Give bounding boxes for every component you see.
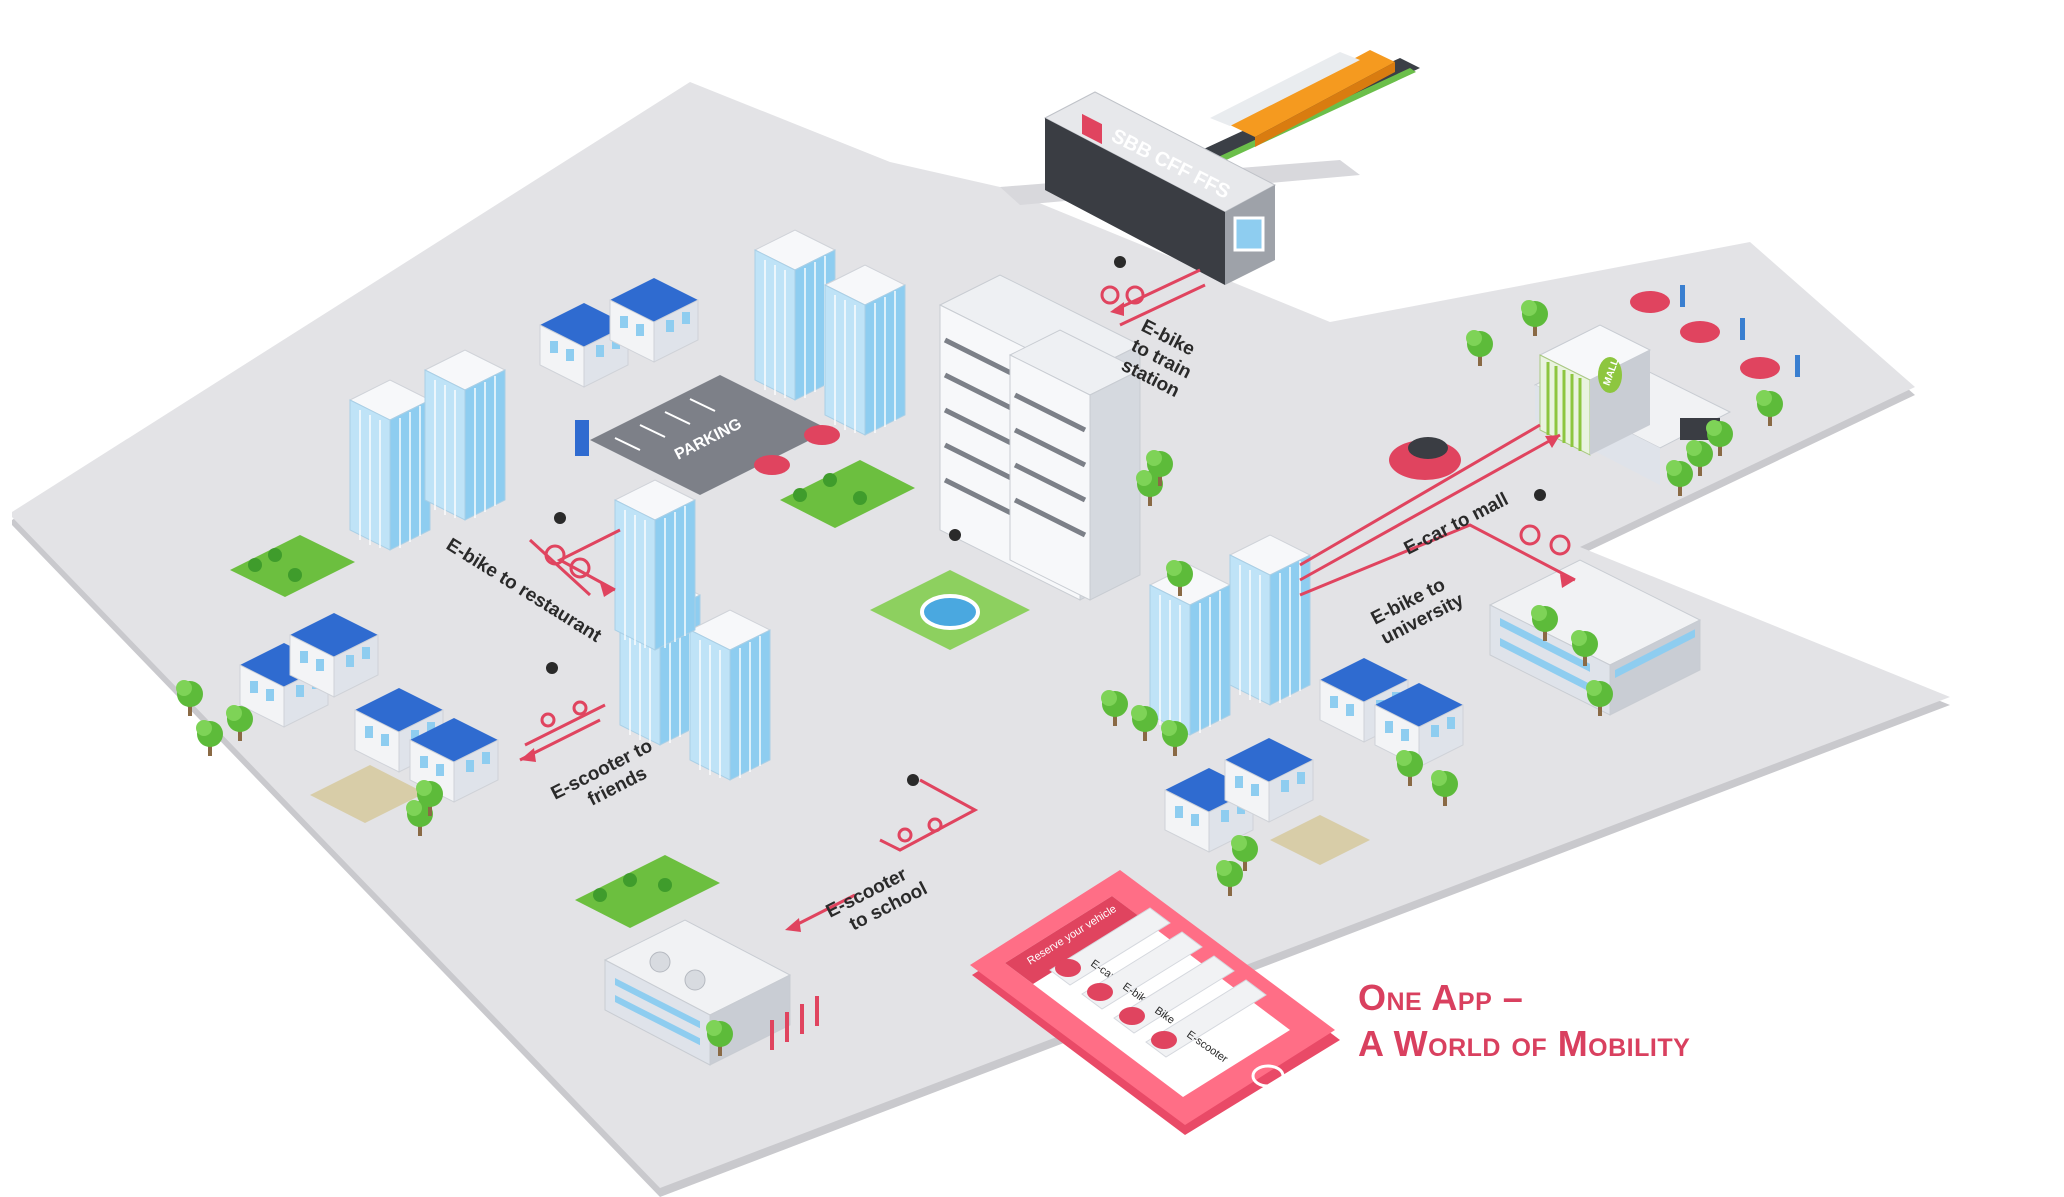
tagline-line-1: One App –: [1358, 977, 1524, 1018]
gardens: [230, 460, 1370, 928]
tagline-line-2: A World of Mobility: [1358, 1023, 1691, 1064]
ebike-icon: [1087, 983, 1113, 1001]
ecar: [1389, 437, 1461, 480]
university: [1488, 559, 1702, 716]
central-plaza: [870, 570, 1030, 650]
app-item-bike[interactable]: Bike: [1113, 955, 1235, 1034]
school: [603, 919, 819, 1066]
car-icon: [1055, 959, 1081, 977]
phone-home-button[interactable]: [1251, 1064, 1285, 1088]
parking-lot: PARKING: [575, 375, 840, 495]
train: [1180, 50, 1420, 174]
route-paths: [519, 268, 1576, 930]
bike-icon: [1119, 1007, 1145, 1025]
route-arrowheads: [520, 302, 1575, 932]
phone-app: Reserve your vehicle E-car E-bike Bike E…: [970, 870, 1340, 1135]
riders: [540, 256, 1571, 843]
scooter-icon: [1151, 1031, 1177, 1049]
tagline: One App – A World of Mobility: [1358, 975, 1690, 1067]
mall: MALL: [1533, 285, 1800, 485]
app-item-ecar[interactable]: E-car: [1049, 907, 1171, 986]
central-highrise: [938, 274, 1142, 601]
